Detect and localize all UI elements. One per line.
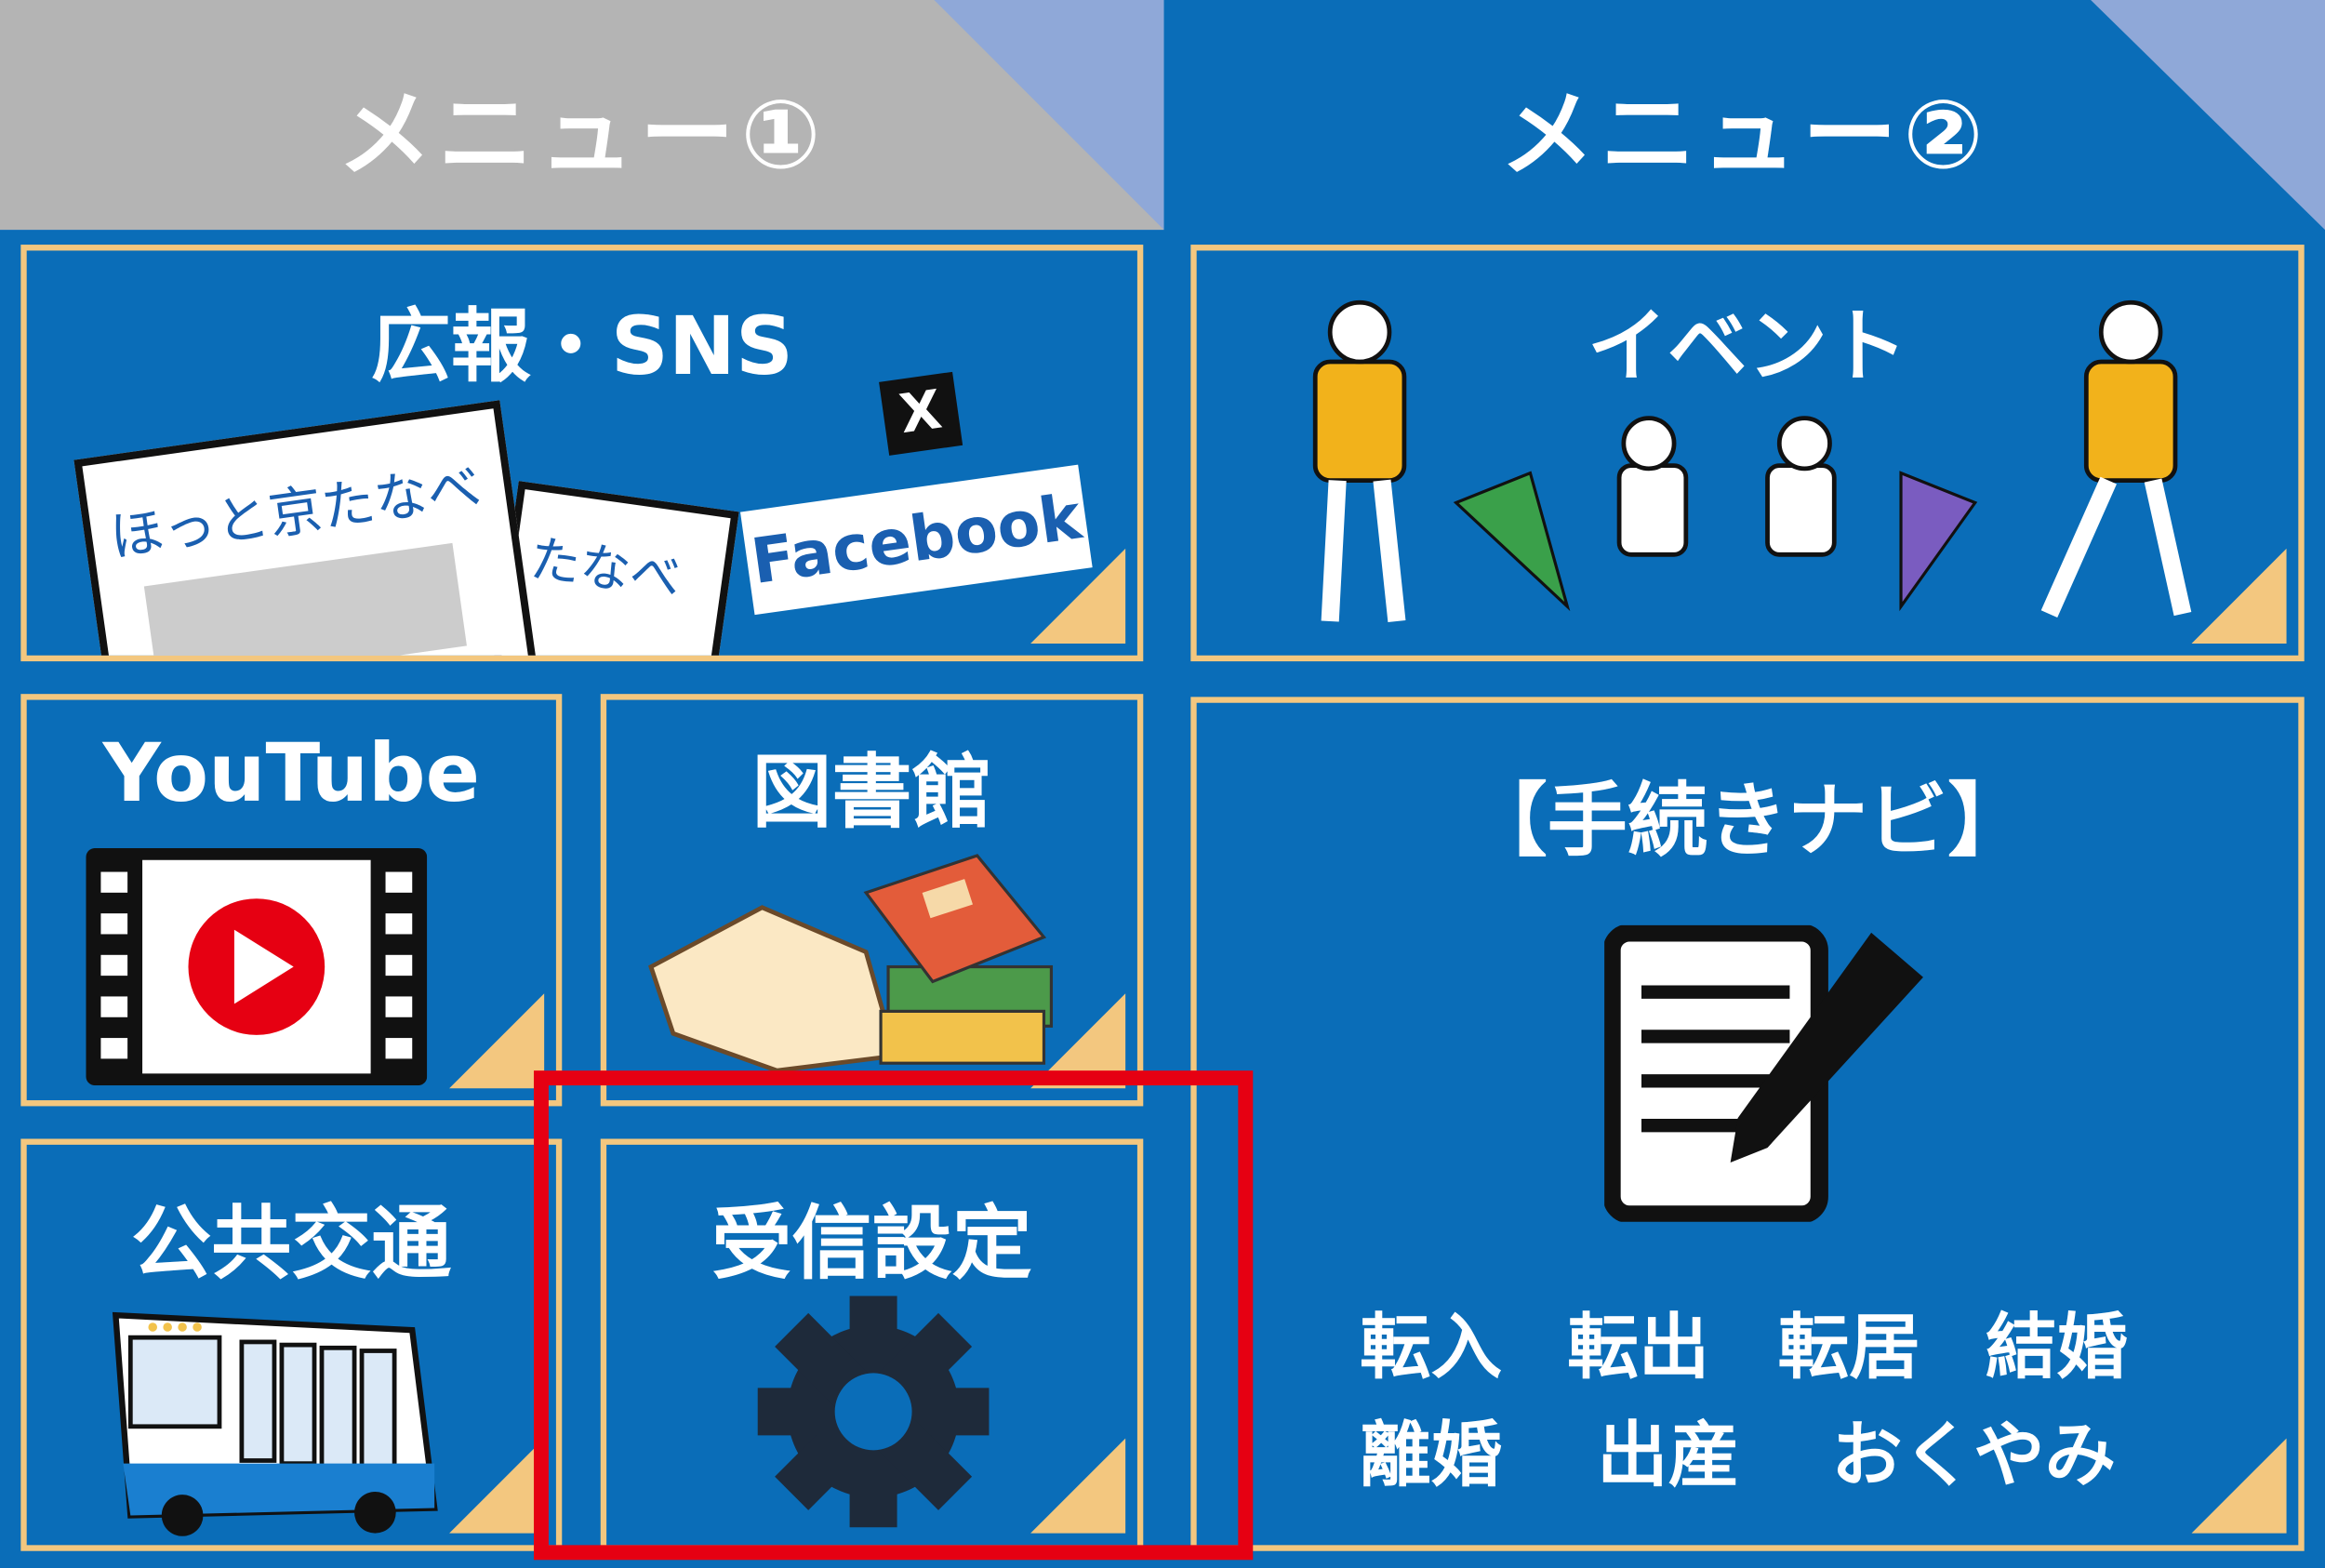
corner-triangle <box>449 993 545 1089</box>
procedure-item-divorce[interactable]: 離婚 <box>1360 1415 1503 1498</box>
pr-sns-button[interactable]: 広報・SNS たなべ ほっと京たなべ X Facebook <box>20 245 1144 662</box>
menu1-title: メニュー① <box>337 81 828 192</box>
x-icon: X <box>879 371 963 456</box>
event-title: イベント <box>1587 299 1908 393</box>
procedure-navi-title: 【手続きナビ】 <box>1467 774 2028 868</box>
pr-sns-title: 広報・SNS <box>370 299 793 393</box>
people-celebrating-icon <box>1312 299 2192 623</box>
event-button[interactable]: イベント <box>1190 245 2305 662</box>
procedure-item-move-out[interactable]: 転出 <box>1567 1306 1710 1389</box>
menu2-corner-triangle <box>2091 0 2325 231</box>
corner-triangle <box>2191 1438 2287 1534</box>
public-transport-button[interactable]: 公共交通 <box>20 1138 563 1551</box>
notification-settings-title: 受信設定 <box>711 1196 1032 1291</box>
menu1-tab[interactable]: メニュー① <box>0 0 1164 231</box>
bus-icon <box>112 1311 438 1536</box>
library-title: 図書館 <box>751 745 992 840</box>
menu2-tab[interactable]: メニュー② <box>1163 0 2325 231</box>
notification-settings-button[interactable]: 受信設定 <box>600 1138 1144 1551</box>
corner-triangle <box>1030 993 1126 1089</box>
corner-triangle <box>1030 548 1126 644</box>
youtube-title: YouTube <box>102 726 481 820</box>
youtube-button[interactable]: YouTube <box>20 694 563 1107</box>
corner-triangle <box>449 1438 545 1534</box>
corner-triangle <box>1030 1438 1126 1534</box>
books-icon <box>648 854 1054 1073</box>
newsletter-back-text: たなべ <box>525 529 684 610</box>
video-play-icon <box>86 847 428 1086</box>
newsletter-icon: ほっと京たなべ <box>73 400 543 656</box>
procedure-item-move-in[interactable]: 転入 <box>1360 1306 1503 1389</box>
procedure-navi-button[interactable]: 【手続きナビ】 転入 転出 転居 結婚 離婚 出産 おくやみ <box>1190 697 2305 1551</box>
procedure-item-birth[interactable]: 出産 <box>1597 1415 1740 1498</box>
menu2-title: メニュー② <box>1499 81 1990 192</box>
gear-icon <box>757 1296 990 1528</box>
corner-triangle <box>2191 548 2287 644</box>
procedure-item-marriage[interactable]: 結婚 <box>1985 1306 2128 1389</box>
procedure-item-bereavement[interactable]: おくやみ <box>1831 1415 2117 1498</box>
procedure-item-relocation[interactable]: 転居 <box>1777 1306 1920 1389</box>
document-pen-icon <box>1604 924 1923 1222</box>
menu1-tab-bg <box>0 0 1164 231</box>
library-button[interactable]: 図書館 <box>600 694 1144 1107</box>
public-transport-title: 公共交通 <box>131 1196 452 1291</box>
